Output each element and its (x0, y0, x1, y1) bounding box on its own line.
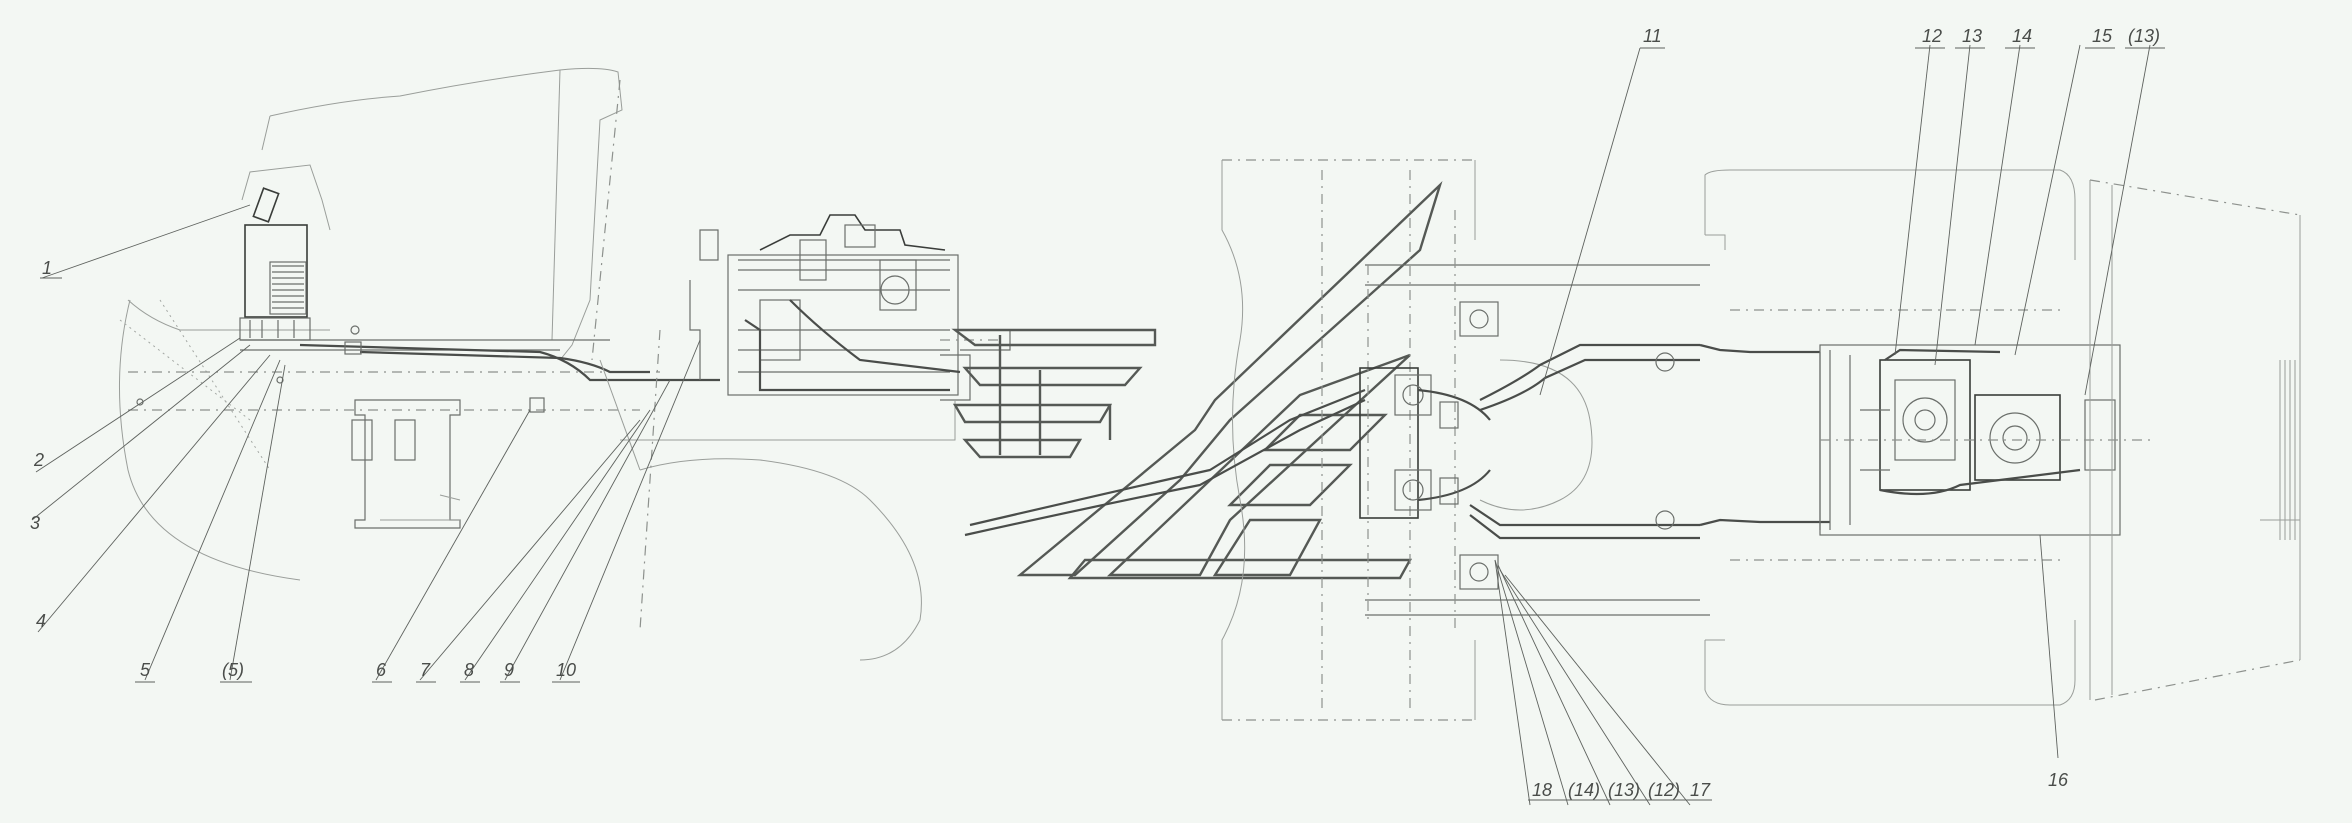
callout-14-bracketed: (14) (1568, 780, 1600, 800)
callout-13: 13 (1962, 26, 1982, 46)
callout-5: 5 (140, 660, 151, 680)
cab-outline (119, 67, 623, 581)
callout-13-bracketed: (13) (2128, 26, 2160, 46)
cab-box-unit (239, 187, 311, 341)
callout-5-bracketed: (5) (222, 660, 244, 680)
callout-11: 11 (1643, 26, 1662, 46)
leader-lines (31, 44, 2151, 806)
label-underlines (135, 47, 2165, 801)
callout-7: 7 (420, 660, 431, 680)
callout-10: 10 (556, 660, 576, 680)
rear-axle-assembly (1819, 344, 2150, 536)
callout-12-bracketed: (12) (1648, 780, 1680, 800)
callout-16: 16 (2048, 770, 2069, 790)
rear-fender-outline-left (599, 329, 922, 661)
callout-8: 8 (464, 660, 474, 680)
rear-frame-end (2089, 179, 2301, 701)
callout-13-bracketed-bottom: (13) (1608, 780, 1640, 800)
callout-3: 3 (30, 513, 40, 533)
callout-12: 12 (1922, 26, 1942, 46)
callout-17: 17 (1690, 780, 1711, 800)
callout-9: 9 (504, 660, 514, 680)
rear-wheel-outlines (1704, 169, 2076, 706)
logo-icon (951, 180, 1443, 580)
callout-labels: 1 2 3 4 5 (5) 6 7 8 9 10 11 12 13 14 15 … (30, 26, 2160, 800)
callout-4: 4 (36, 611, 46, 631)
callout-2: 2 (33, 450, 44, 470)
frame-side-rails-left (128, 325, 720, 413)
callout-15: 15 (2092, 26, 2113, 46)
callout-14: 14 (2012, 26, 2032, 46)
callout-18: 18 (1532, 780, 1552, 800)
frame-outline-mid (1221, 159, 1710, 721)
middle-axle-assembly (1359, 367, 1491, 519)
callout-6: 6 (376, 660, 387, 680)
front-axle-wheel-left (351, 399, 461, 529)
brake-pipe-routing (964, 343, 1830, 540)
engine-assembly (620, 214, 1011, 441)
callout-1: 1 (42, 258, 52, 278)
